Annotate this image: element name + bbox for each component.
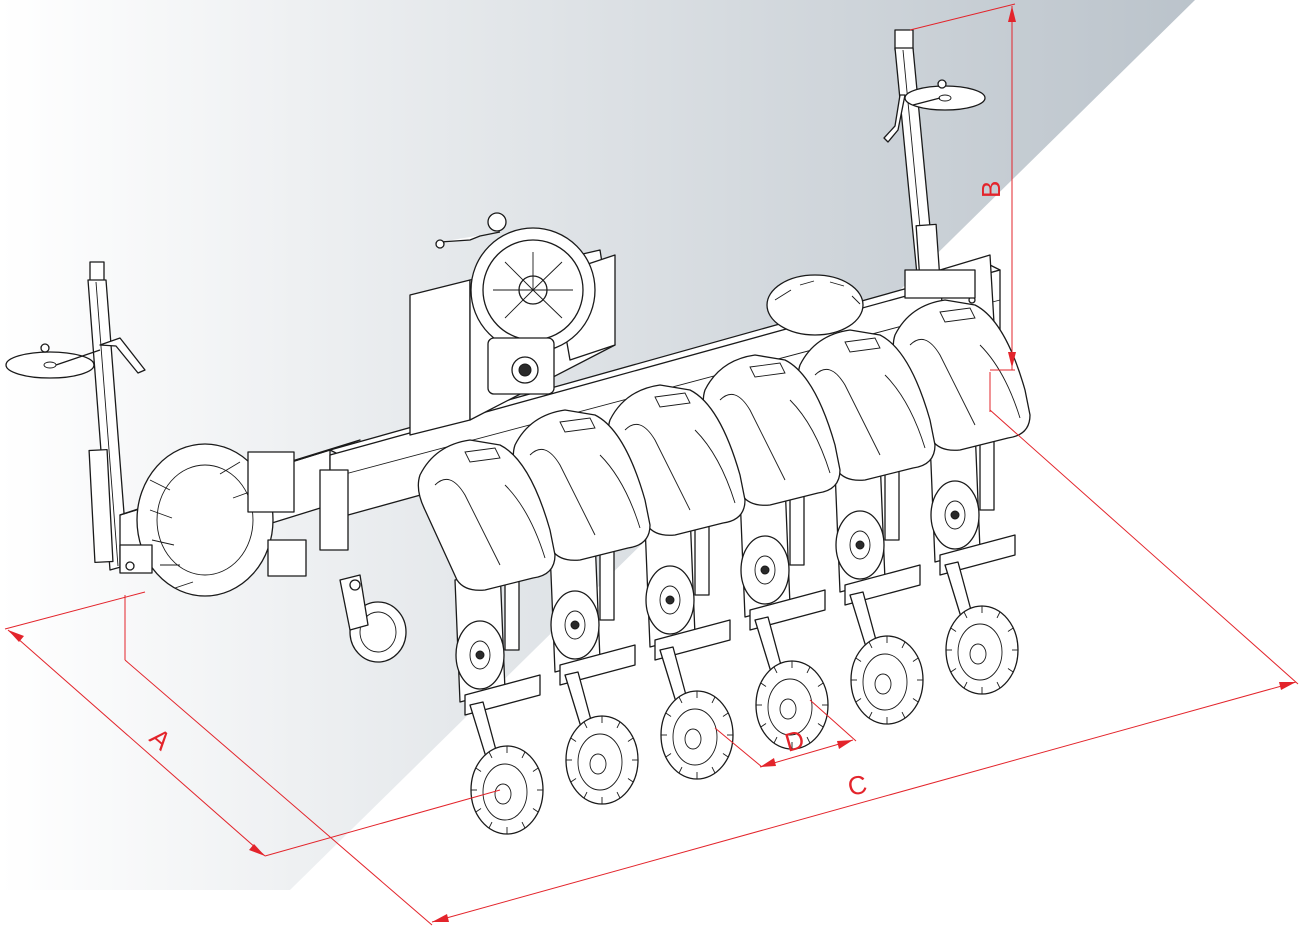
dimension-d: D xyxy=(714,699,857,768)
central-fan-assembly xyxy=(409,212,616,436)
dimension-b: B xyxy=(909,3,1016,371)
front-coulter xyxy=(339,574,407,663)
dimension-b-label: B xyxy=(976,181,1006,198)
dimension-a: A xyxy=(4,591,501,857)
row-unit xyxy=(607,384,746,780)
left-drive-wheel xyxy=(136,443,274,597)
dimension-a-label: A xyxy=(144,722,177,756)
right-row-marker xyxy=(883,29,986,299)
row-unit xyxy=(892,299,1031,695)
left-beam-hardware xyxy=(119,451,349,577)
row-unit xyxy=(797,329,936,725)
dimension-c-label: C xyxy=(845,769,870,802)
row-unit xyxy=(512,409,651,805)
row-units xyxy=(417,299,1031,835)
planter-machine xyxy=(5,29,1031,835)
right-drive-wheel xyxy=(766,274,864,336)
left-row-marker xyxy=(5,261,146,571)
row-unit xyxy=(702,354,841,750)
row-unit xyxy=(417,439,556,835)
